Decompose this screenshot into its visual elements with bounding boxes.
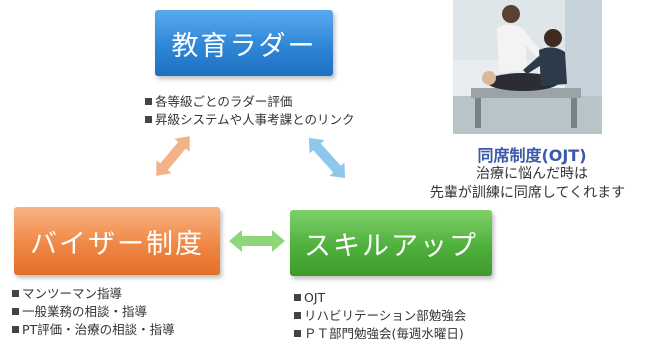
list-item: 一般業務の相談・指導 — [12, 303, 175, 321]
advisor-system-list: マンツーマン指導 一般業務の相談・指導 PT評価・治療の相談・指導 — [12, 285, 175, 339]
bullet-icon — [145, 98, 152, 105]
ojt-caption-line-1: 治療に悩んだ時は — [476, 166, 588, 182]
list-item: PT評価・治療の相談・指導 — [12, 321, 175, 339]
skill-up-box: スキルアップ — [290, 210, 492, 276]
list-item: ＰＴ部門勉強会(毎週水曜日) — [294, 325, 466, 343]
bullet-icon — [12, 290, 19, 297]
skill-up-label: スキルアップ — [304, 230, 478, 262]
bullet-icon — [145, 116, 152, 123]
ojt-training-photo — [453, 0, 602, 134]
list-item: OJT — [294, 289, 466, 307]
arrow-green-horizontal — [229, 230, 285, 252]
bullet-icon — [12, 326, 19, 333]
advisor-system-box: バイザー制度 — [14, 207, 220, 275]
bullet-icon — [294, 330, 301, 337]
skill-up-list: OJT リハビリテーション部勉強会 ＰＴ部門勉強会(毎週水曜日) — [294, 289, 466, 343]
education-ladder-label: 教育ラダー — [171, 30, 317, 62]
bullet-icon — [294, 312, 301, 319]
arrow-blue-diagonal — [308, 137, 346, 179]
education-ladder-box: 教育ラダー — [155, 10, 333, 76]
advisor-system-label: バイザー制度 — [30, 228, 204, 260]
ojt-caption-line-2: 先輩が訓練に同席してくれます — [429, 185, 626, 201]
ojt-title: 同席制度(OJT) — [477, 146, 587, 165]
bullet-icon — [12, 308, 19, 315]
list-item: マンツーマン指導 — [12, 285, 175, 303]
list-item: 各等級ごとのラダー評価 — [145, 93, 355, 111]
education-ladder-list: 各等級ごとのラダー評価 昇級システムや人事考課とのリンク — [145, 93, 355, 129]
list-item: 昇級システムや人事考課とのリンク — [145, 111, 355, 129]
arrow-orange-diagonal — [156, 136, 190, 176]
bullet-icon — [294, 294, 301, 301]
list-item: リハビリテーション部勉強会 — [294, 307, 466, 325]
